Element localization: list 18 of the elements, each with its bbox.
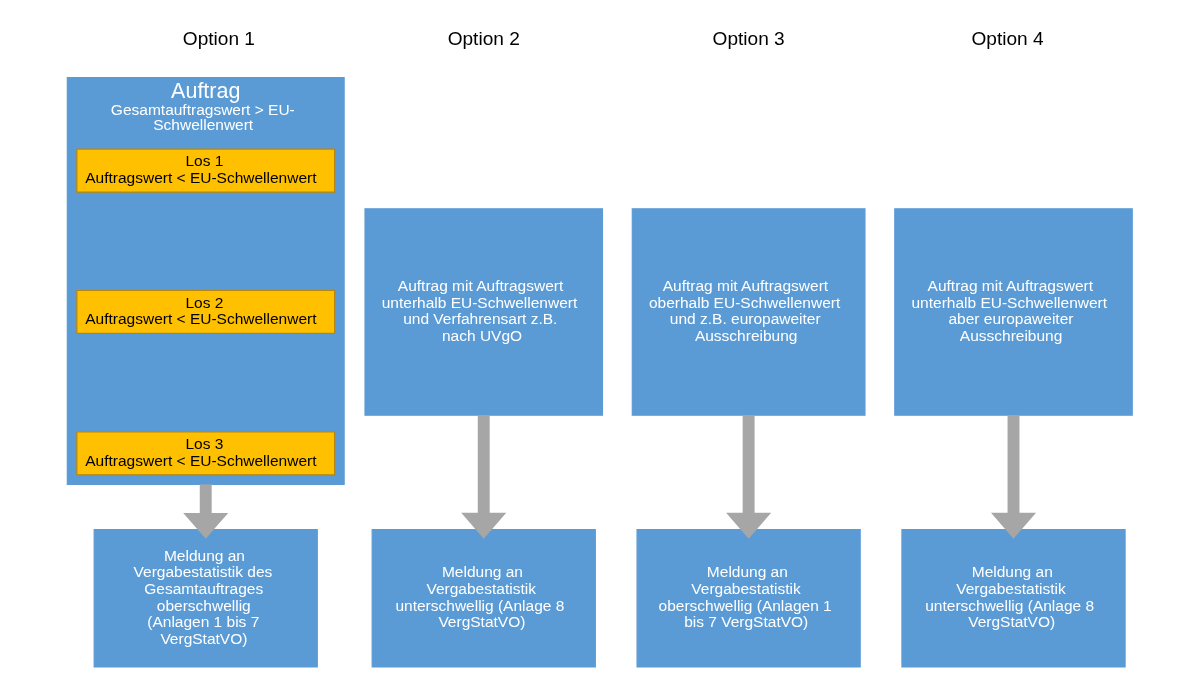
- node-box: Auftrag mit Auftragswert unterhalb EU-Schwellenwert aber europaweiter Ausschreibung: [894, 208, 1133, 416]
- arrow: [183, 484, 229, 539]
- label: Option 1: [182, 28, 255, 50]
- arrow: [461, 415, 507, 539]
- label: Option 2: [447, 28, 520, 50]
- node-box: Meldung an Vergabestatistik oberschwellig (Anlagen 1 bis 7 VergStatVO): [636, 529, 861, 668]
- node-box: Los 1 Auftragswert < EU-Schwellenwert: [76, 148, 336, 193]
- arrow: [991, 415, 1037, 539]
- node-box: Auftrag mit Auftragswert unterhalb EU-Schwellenwert und Verfahrensart z.B. nach UVgO: [364, 208, 604, 416]
- node-box: Los 2 Auftragswert < EU-Schwellenwert: [76, 289, 336, 335]
- label: Option 4: [971, 28, 1044, 50]
- node-box: Auftrag mit Auftragswert oberhalb EU-Schwellenwert und z.B. europaweiter Ausschreibung: [631, 208, 866, 416]
- arrow: [726, 415, 772, 539]
- node-box: Meldung an Vergabestatistik unterschwellig (Anlage 8 VergStatVO): [371, 529, 596, 668]
- node-box: Meldung an Vergabestatistik unterschwellig (Anlage 8 VergStatVO): [901, 529, 1126, 668]
- label: Option 3: [712, 28, 785, 50]
- node-box: Meldung an Vergabestatistik des Gesamtauftrages oberschwellig (Anlagen 1 bis 7 VergStatVO): [93, 529, 318, 668]
- node-box: Los 3 Auftragswert < EU-Schwellenwert: [76, 431, 336, 476]
